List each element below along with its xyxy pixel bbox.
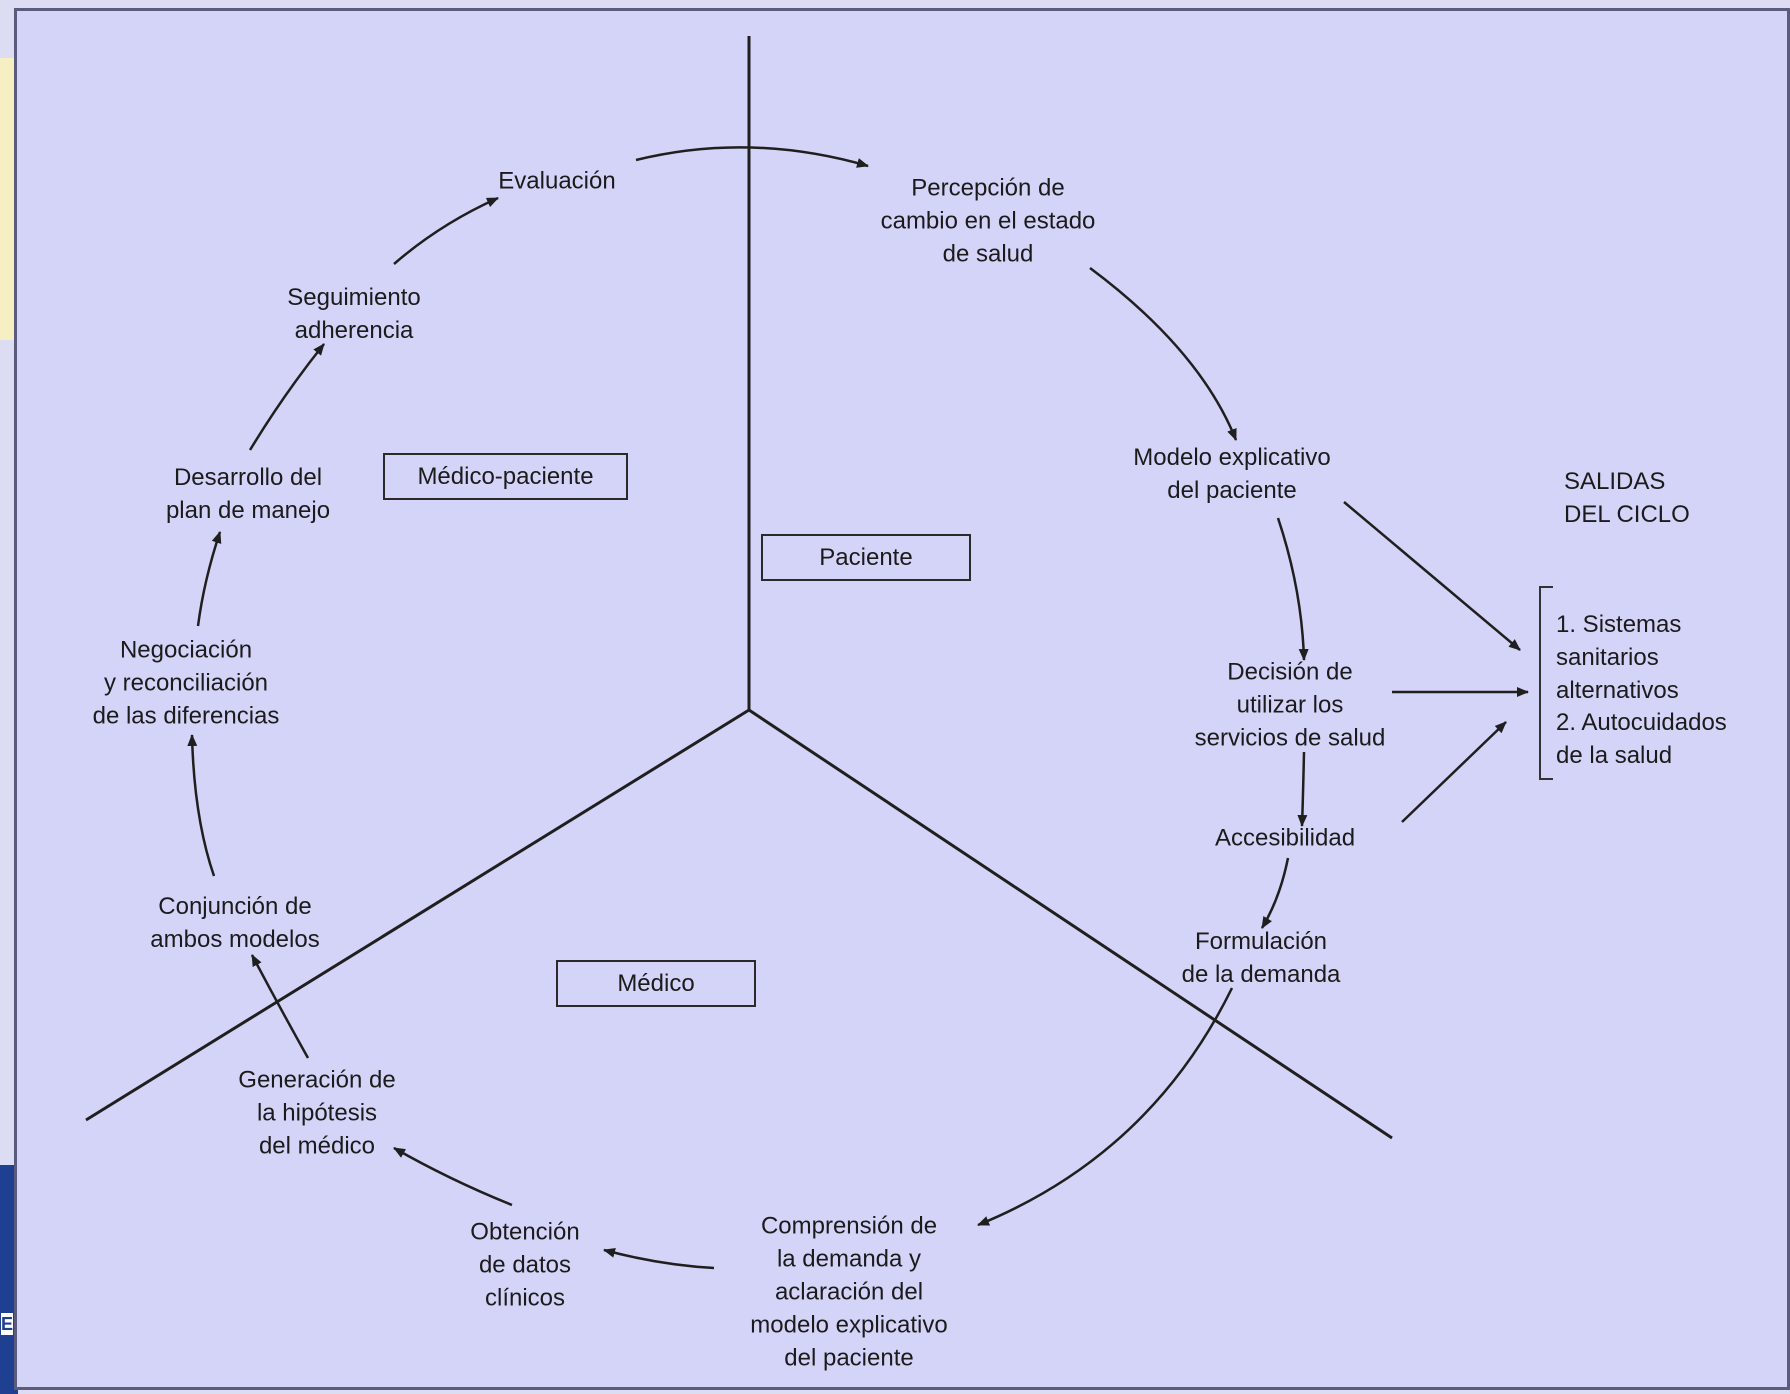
node-negociacion: Negociación y reconciliación de las dife… xyxy=(92,636,280,730)
node-generacion: Generación de la hipótesis del médico xyxy=(238,1066,396,1160)
arrow-conjuncion-negociacion xyxy=(187,734,216,877)
node-modelo-explicativo: Modelo explicativo del paciente xyxy=(1133,444,1331,504)
slide-logo-strip xyxy=(0,1165,18,1394)
arrow-obtencion-generacion xyxy=(393,1146,513,1207)
salida-item-1: 1. Sistemas sanitarios alternativos xyxy=(1556,611,1682,704)
node-conjuncion: Conjunción de ambos modelos xyxy=(150,893,320,953)
arrow-modelo-salidas xyxy=(1343,501,1521,651)
node-evaluacion: Evaluación xyxy=(498,167,616,195)
divider-right xyxy=(748,708,1393,1140)
node-obtencion: Obtención de datos clínicos xyxy=(470,1218,580,1312)
arrow-decision-accesibilidad xyxy=(1297,751,1308,827)
salida-item-2: 2. Autocuidados de la salud xyxy=(1556,709,1727,769)
arrow-seguimiento-evaluacion xyxy=(393,196,499,265)
node-decision: Decisión de utilizar los servicios de sa… xyxy=(1194,658,1386,752)
arrow-desarrollo-seguimiento xyxy=(248,343,325,451)
node-comprension: Comprensión de la demanda y aclaración d… xyxy=(750,1212,948,1372)
arrow-modelo-decision xyxy=(1276,517,1309,661)
node-accesibilidad: Accesibilidad xyxy=(1214,824,1356,852)
arrow-accesibilidad-formulacion xyxy=(1260,857,1290,929)
arrow-accesibilidad-salidas xyxy=(1401,721,1507,823)
salidas-bracket xyxy=(1539,586,1553,780)
arrow-generacion-conjuncion xyxy=(250,954,310,1059)
node-seguimiento: Seguimiento adherencia xyxy=(287,284,421,344)
salidas-title: SALIDAS DEL CICLO xyxy=(1564,468,1690,528)
region-medico-paciente: Médico-paciente xyxy=(383,453,628,500)
diagram-panel xyxy=(14,8,1790,1390)
arrow-evaluacion-percepcion xyxy=(635,146,869,168)
node-formulacion: Formulación de la demanda xyxy=(1181,928,1341,988)
arrow-percepcion-modelo xyxy=(1089,266,1238,441)
node-desarrollo: Desarrollo del plan de manejo xyxy=(165,464,331,524)
logo-letter: E xyxy=(1,1313,14,1335)
region-paciente: Paciente xyxy=(761,534,971,581)
arrow-negociacion-desarrollo xyxy=(196,531,222,627)
region-medico: Médico xyxy=(556,960,756,1007)
node-percepcion: Percepción de cambio en el estado de sal… xyxy=(880,174,1096,268)
divider-left xyxy=(85,708,750,1122)
arrow-formulacion-comprension xyxy=(977,987,1234,1227)
arrow-comprension-obtencion xyxy=(603,1248,715,1270)
